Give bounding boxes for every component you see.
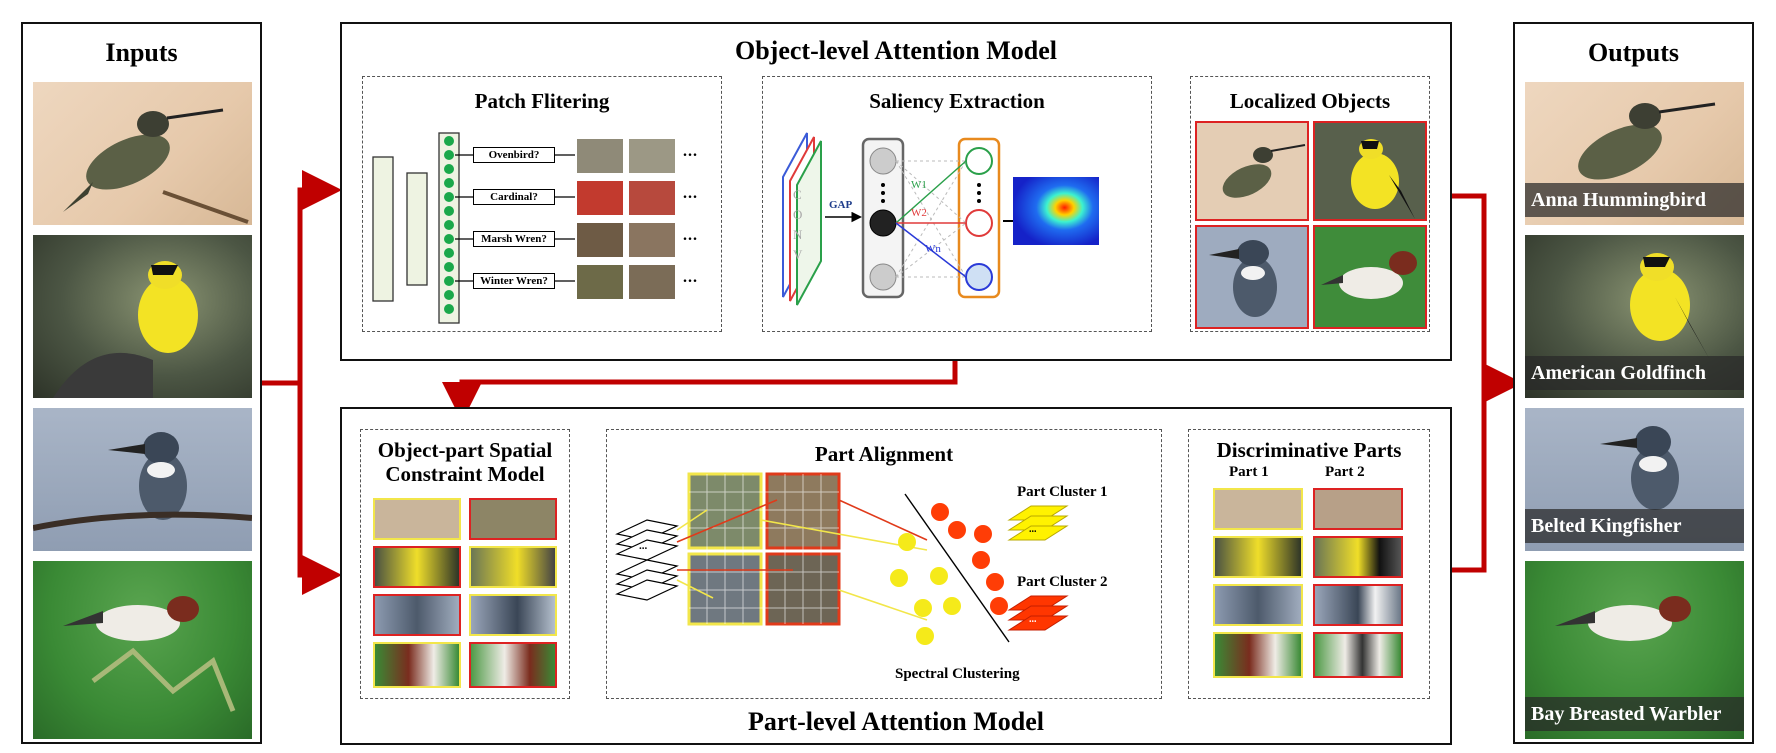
discriminative-title: Discriminative Parts [1216,438,1402,462]
patch-row-ellipsis: ... [683,143,698,160]
part2-label: Part 2 [1325,464,1365,480]
inputs-title: Inputs [105,38,178,67]
goldfinch-figure-icon [1351,139,1415,219]
spatial-thumb [373,498,461,540]
localized-title: Localized Objects [1229,89,1391,113]
spatial-title-line1: Object-part Spatial [377,438,553,462]
spatial-title-line2: Constraint Model [385,462,545,486]
output-image-goldfinch: American Goldfinch [1525,235,1744,398]
localized-image-goldfinch [1313,121,1427,221]
outputs-panel: Outputs Anna Hummingbird American Goldfi… [1513,22,1754,744]
question-marsh-wren: Marsh Wren? [473,231,555,247]
warbler-figure-icon [1555,596,1691,641]
cluster1-ellipsis: ... [1029,524,1037,535]
output-label: Belted Kingfisher [1525,509,1744,543]
arrow-inputs-split [262,170,342,386]
localized-image-warbler [1313,225,1427,329]
output-image-hummingbird: Anna Hummingbird [1525,82,1744,225]
outputs-title: Outputs [1587,38,1680,67]
input-image-goldfinch [33,235,252,398]
sheet-ellipsis: ... [639,540,648,552]
discriminative-thumb [1213,584,1303,626]
spatial-constraint-box: Object-part Spatial Constraint Model [360,429,570,699]
spatial-thumb [469,546,557,588]
patch-row-ellipsis: ... [683,227,698,244]
goldfinch-figure-icon [53,261,218,398]
discriminative-thumb [1213,488,1303,530]
patch-filtering-title: Patch Flitering [474,89,610,113]
question-cardinal: Cardinal? [473,189,555,205]
arrow-localized-outputs [1448,193,1487,383]
patch-filter-network-icon [372,132,675,324]
patch-row-ellipsis: ... [683,185,698,202]
saliency-title: Saliency Extraction [869,89,1045,113]
discriminative-parts-box: Discriminative Parts Part 1 Part 2 [1188,429,1430,699]
inputs-panel: Inputs [21,22,262,744]
part-alignment-graph-icon [615,472,1069,645]
part-cluster-1-label: Part Cluster 1 [1017,484,1108,500]
patch-filtering-box: Patch Flitering Ovenb [362,76,722,332]
kingfisher-figure-icon [1209,240,1277,317]
part-level-model-panel: Part-level Attention Model Object-part S… [340,407,1452,745]
object-model-title: Object-level Attention Model [734,36,1058,65]
conv-label: CONV [793,187,803,262]
arrow-inputs-part [297,383,342,595]
part-alignment-title: Part Alignment [814,442,954,466]
weight-label-wn: Wn [925,243,941,255]
hummingbird-figure-icon [63,108,249,224]
discriminative-thumb [1313,488,1403,530]
output-label: American Goldfinch [1525,356,1744,390]
part-alignment-box: Part Alignment [606,429,1162,699]
spatial-thumb [469,642,557,688]
part-cluster-2-label: Part Cluster 2 [1017,574,1108,590]
patch-row-ellipsis: ... [683,269,698,286]
spatial-thumb [373,642,461,688]
output-image-warbler: Bay Breasted Warbler [1525,561,1744,739]
hummingbird-figure-icon [1222,144,1306,198]
discriminative-thumb [1313,536,1403,578]
discriminative-thumb [1313,632,1403,678]
input-image-warbler [33,561,252,739]
input-image-hummingbird [33,82,252,225]
goldfinch-figure-icon [1630,253,1710,360]
hummingbird-figure-icon [1578,102,1716,180]
question-winter-wren: Winter Wren? [473,273,555,289]
discriminative-thumb [1213,536,1303,578]
kingfisher-figure-icon [33,432,252,531]
part1-label: Part 1 [1229,464,1269,480]
spatial-thumb [373,594,461,636]
weight-label-w2: W2 [911,207,927,219]
question-ovenbird: Ovenbird? [473,147,555,163]
output-label: Bay Breasted Warbler [1525,697,1744,731]
object-level-model-panel: Object-level Attention Model Patch Flite… [340,22,1452,361]
warbler-figure-icon [63,596,236,712]
spatial-thumb [469,498,557,540]
arrow-discriminative-outputs [1448,383,1487,573]
part-model-title: Part-level Attention Model [747,707,1045,736]
saliency-extraction-box: Saliency Extraction [762,76,1152,332]
output-label: Anna Hummingbird [1525,183,1744,217]
input-image-kingfisher [33,408,252,551]
spatial-thumb [373,546,461,588]
saliency-network-icon [782,132,1099,306]
spectral-clustering-label: Spectral Clustering [895,666,1020,682]
weight-label-w1: W1 [911,179,927,191]
output-image-kingfisher: Belted Kingfisher [1525,408,1744,551]
kingfisher-figure-icon [1600,426,1679,510]
discriminative-thumb [1313,584,1403,626]
warbler-figure-icon [1321,251,1417,299]
localized-objects-box: Localized Objects [1190,76,1430,332]
spatial-thumb [469,594,557,636]
cluster2-ellipsis: ... [1029,614,1037,625]
localized-image-hummingbird [1195,121,1309,221]
discriminative-thumb [1213,632,1303,678]
gap-label: GAP [829,199,853,211]
localized-image-kingfisher [1195,225,1309,329]
